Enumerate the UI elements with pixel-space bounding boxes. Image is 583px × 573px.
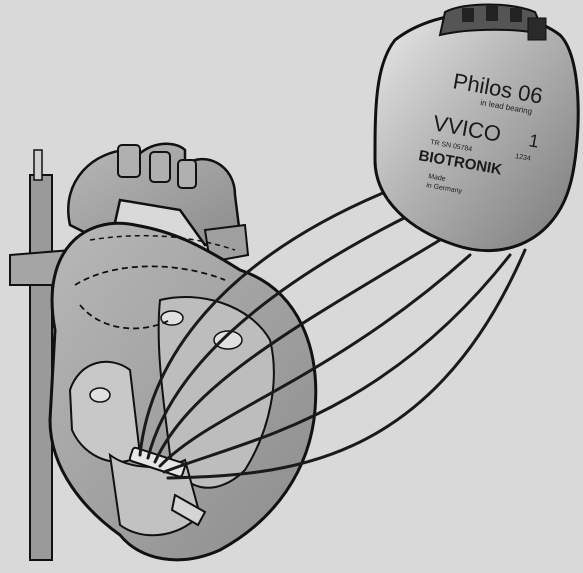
vena-cava (30, 150, 52, 560)
pacemaker-device: Philos 06 in lead bearing VVICO 1 TR SN … (375, 5, 578, 251)
